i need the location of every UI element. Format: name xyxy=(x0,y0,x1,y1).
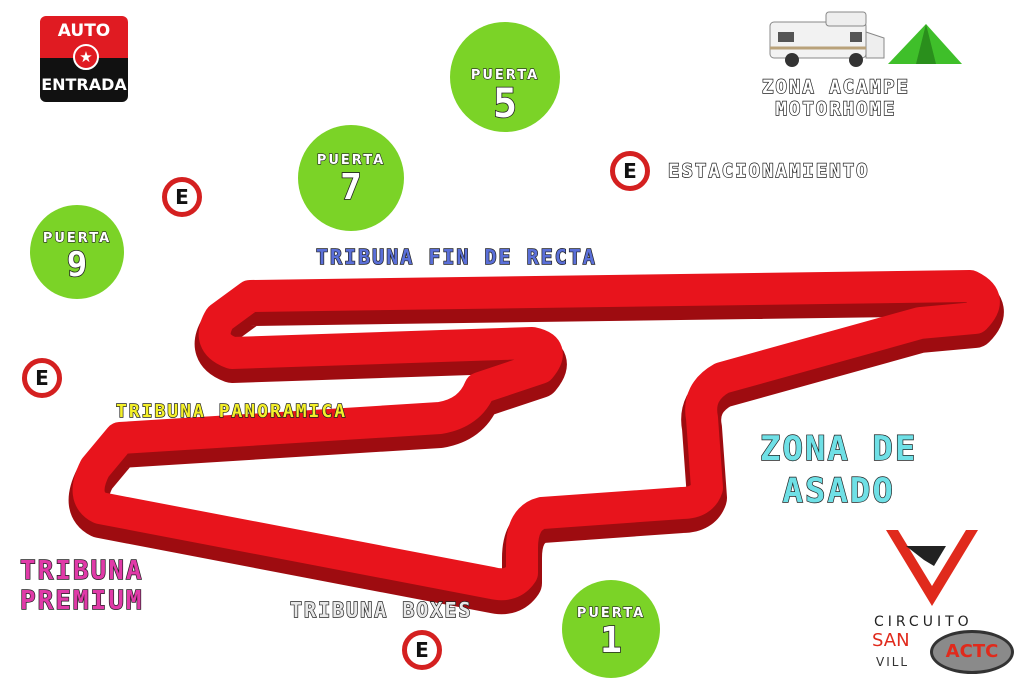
tribuna-panoramica-label: TRIBUNA PANORAMICA xyxy=(115,400,348,422)
v-logo-icon xyxy=(886,530,978,606)
motorhome-icon xyxy=(769,11,885,67)
zona-asado-label: ZONA DE ASADO xyxy=(759,428,918,511)
tribuna-boxes-label: TRIBUNA BOXES xyxy=(289,597,473,622)
circuit-logo-line2: SAN xyxy=(872,630,910,651)
circuit-logo: CIRCUITO SAN VILL ACTC xyxy=(866,526,1016,676)
tent-icon xyxy=(888,24,962,64)
parking-marker: E xyxy=(162,177,202,217)
circuit-logo-line3: VILL xyxy=(876,655,910,669)
parking-marker: E xyxy=(402,630,442,670)
camping-zone-label: ZONA ACAMPE MOTORHOME xyxy=(761,75,910,120)
parking-label: ESTACIONAMIENTO xyxy=(667,159,870,182)
track-surface xyxy=(72,270,1000,601)
tribuna-fin-recta-label: TRIBUNA FIN DE RECTA xyxy=(315,244,597,269)
star-icon: ★ xyxy=(73,44,99,70)
parking-marker: E xyxy=(22,358,62,398)
gate-9: PUERTA 9 xyxy=(30,205,124,299)
tribuna-premium-label: TRIBUNA PREMIUM xyxy=(19,555,144,616)
auto-entrada-logo: AUTO ★ ENTRADA xyxy=(40,16,128,102)
gate-1: PUERTA 1 xyxy=(562,580,660,678)
parking-marker: E xyxy=(610,151,650,191)
gate-7: PUERTA 7 xyxy=(298,125,404,231)
actc-badge: ACTC xyxy=(930,630,1014,674)
motorhome-tent-icons xyxy=(769,11,962,67)
gate-5: PUERTA 5 xyxy=(450,22,560,132)
circuit-logo-line1: CIRCUITO xyxy=(874,614,973,630)
